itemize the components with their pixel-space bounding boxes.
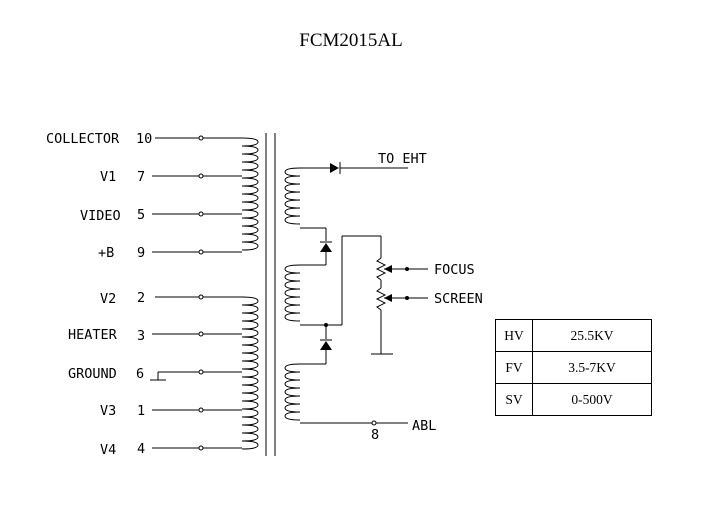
diagram-title: FCM2015AL xyxy=(299,30,403,51)
pin-label-b-plus: +B xyxy=(98,245,114,261)
pin-number-4: 4 xyxy=(137,441,145,457)
pin-label-v4: V4 xyxy=(100,442,116,458)
pin-number-7: 7 xyxy=(137,169,145,185)
spec-key: FV xyxy=(495,351,533,384)
pin-label-v3: V3 xyxy=(100,403,116,419)
spec-table: HV 25.5KV FV 3.5-7KV SV 0-500V xyxy=(495,319,652,416)
spec-value: 25.5KV xyxy=(532,319,652,352)
pin-number-3: 3 xyxy=(137,328,145,344)
pin-number-9: 9 xyxy=(137,245,145,261)
diode-icon xyxy=(320,241,332,252)
abl-pin-number: 8 xyxy=(371,427,379,443)
secondary-winding-3 xyxy=(284,363,301,421)
table-row: FV 3.5-7KV xyxy=(495,351,652,384)
primary-winding-upper xyxy=(241,137,259,251)
secondary-winding-2 xyxy=(284,264,301,322)
pin-label-v1: V1 xyxy=(100,169,116,185)
spec-key: HV xyxy=(495,319,533,352)
diode-icon xyxy=(320,323,332,350)
pin-label-v2: V2 xyxy=(100,291,116,307)
pin-number-5: 5 xyxy=(137,207,145,223)
spec-value: 3.5-7KV xyxy=(532,351,652,384)
eht-diode-icon xyxy=(330,162,341,174)
spec-key: SV xyxy=(495,383,533,416)
secondary-winding-1 xyxy=(284,167,301,225)
pin-label-video: VIDEO xyxy=(80,208,121,224)
transformer-core xyxy=(265,133,276,456)
table-row: HV 25.5KV xyxy=(495,319,652,352)
screen-label: SCREEN xyxy=(434,291,483,307)
pin-number-2: 2 xyxy=(137,290,145,306)
primary-winding-lower xyxy=(241,296,259,450)
pin-number-6: 6 xyxy=(136,366,144,382)
spec-value: 0-500V xyxy=(532,383,652,416)
abl-label: ABL xyxy=(412,418,436,434)
focus-label: FOCUS xyxy=(434,262,475,278)
eht-label: TO EHT xyxy=(378,151,427,167)
primary-leads xyxy=(150,135,242,451)
table-row: SV 0-500V xyxy=(495,383,652,416)
pin-label-collector: COLLECTOR xyxy=(46,131,120,147)
pin-label-heater: HEATER xyxy=(68,327,118,343)
pin-number-1: 1 xyxy=(137,403,145,419)
pin-label-ground: GROUND xyxy=(68,366,117,382)
secondary-wiring xyxy=(300,167,428,426)
pin-number-10: 10 xyxy=(136,131,152,147)
